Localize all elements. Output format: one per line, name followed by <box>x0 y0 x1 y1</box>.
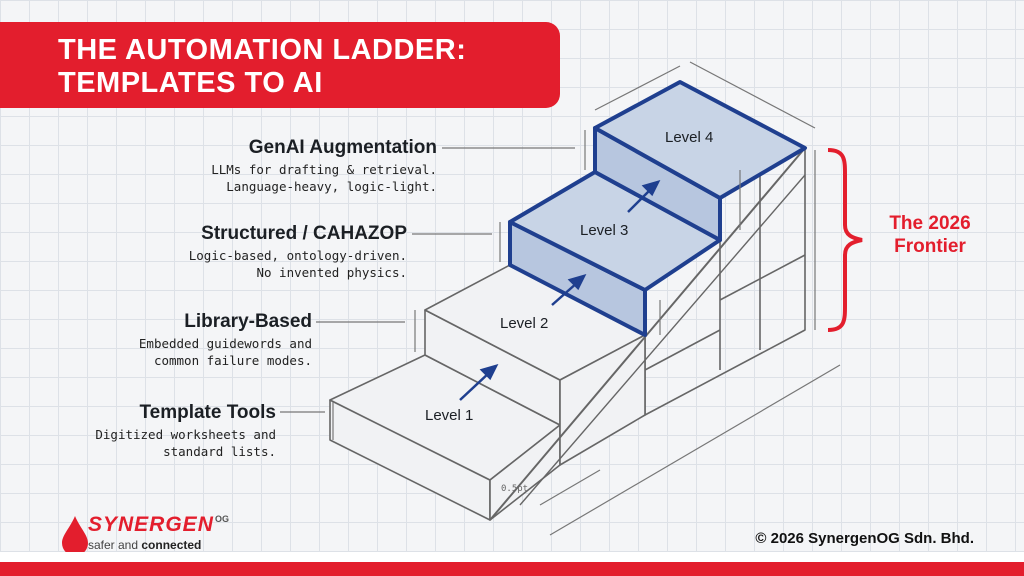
arrow-level-2-3 <box>551 281 579 306</box>
tier-desc-line: Language-heavy, logic-light. <box>226 179 437 194</box>
tier-heading: Library-Based <box>184 311 312 332</box>
arrow-level-3-4 <box>627 187 653 213</box>
tier-template: Template Tools Digitized worksheets and s… <box>95 402 276 460</box>
arrow-level-1-2 <box>459 371 491 401</box>
dim-line <box>539 469 601 506</box>
arrow-head <box>641 180 661 197</box>
dim-line <box>549 364 841 536</box>
frontier-line: Frontier <box>894 236 966 257</box>
arrow-head <box>479 364 499 381</box>
title-banner <box>0 22 560 108</box>
tier-structured: Structured / CAHAZOP Logic-based, ontolo… <box>189 223 407 281</box>
tier-desc-line: standard lists. <box>163 444 276 459</box>
truss-diagonal <box>519 174 806 506</box>
title-line-2: TEMPLATES TO AI <box>58 67 323 99</box>
dim-line <box>689 61 816 129</box>
level-2-label: Level 2 <box>500 315 549 332</box>
title-line-1: THE AUTOMATION LADDER: <box>58 34 467 66</box>
tier-desc: Embedded guidewords and common failure mo… <box>139 335 312 369</box>
tier-heading: Template Tools <box>139 402 276 423</box>
logo-name: SYNERGEN <box>88 513 214 536</box>
logo-sup: OG <box>215 514 230 524</box>
tier-heading: Structured / CAHAZOP <box>201 223 407 244</box>
page-title: THE AUTOMATION LADDER: TEMPLATES TO AI <box>58 34 466 100</box>
dimension-label: 0.5pt <box>501 484 529 494</box>
frame <box>719 254 806 301</box>
tier-desc-line: Embedded guidewords and <box>138 336 312 351</box>
frontier-brace <box>827 148 863 332</box>
logo-tagline: safer and connected <box>88 538 201 552</box>
tier-desc: Digitized worksheets and standard lists. <box>95 426 276 460</box>
logo-drop-icon <box>62 516 88 556</box>
tier-desc-line: LLMs for drafting & retrieval. <box>211 162 437 177</box>
tier-desc-line: common failure modes. <box>153 353 312 368</box>
tier-genai: GenAI Augmentation LLMs for drafting & r… <box>211 137 437 195</box>
frame <box>644 329 721 371</box>
dim-line <box>594 65 681 111</box>
copyright: © 2026 SynergenOG Sdn. Bhd. <box>755 530 974 547</box>
frontier-label: The 2026 Frontier <box>870 212 990 258</box>
frontier-line: The 2026 <box>889 213 971 234</box>
tier-desc-line: Digitized worksheets and <box>95 427 276 442</box>
arrow-head <box>567 274 587 291</box>
tier-desc: Logic-based, ontology-driven. No invented… <box>189 247 407 281</box>
level-1-label: Level 1 <box>425 407 474 424</box>
tier-desc-line: No invented physics. <box>256 265 407 280</box>
tier-desc: LLMs for drafting & retrieval. Language-h… <box>211 161 437 195</box>
level-4-top <box>593 80 807 200</box>
tier-heading: GenAI Augmentation <box>248 137 437 158</box>
tagline-light: safer and <box>88 538 142 552</box>
footer-divider <box>0 552 1024 562</box>
level-4-label: Level 4 <box>665 129 714 146</box>
tier-library: Library-Based Embedded guidewords and com… <box>139 311 312 369</box>
level-3-label: Level 3 <box>580 222 629 239</box>
footer-bar <box>0 562 1024 576</box>
tagline-bold: connected <box>141 538 202 552</box>
truss-diagonal <box>489 147 806 521</box>
tier-desc-line: Logic-based, ontology-driven. <box>188 248 407 263</box>
